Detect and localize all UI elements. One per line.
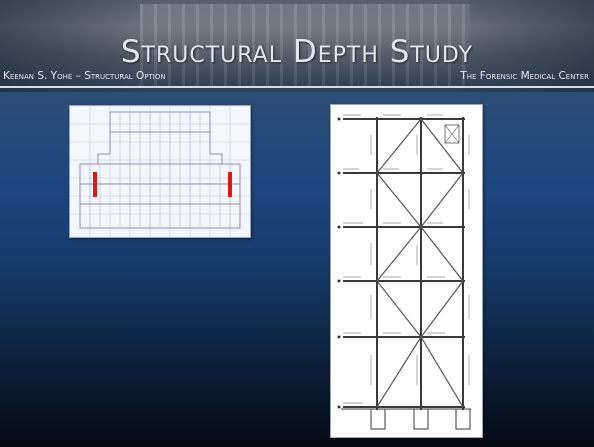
floor-plan-drawing [70, 106, 250, 237]
braced-frame-marker-left [93, 172, 97, 197]
header-banner [0, 0, 594, 92]
braced-frame-marker-right [228, 172, 232, 197]
floor-plan-panel [69, 105, 251, 238]
header-divider [0, 86, 594, 88]
braced-frame-elevation-drawing [331, 105, 482, 437]
elevation-panel [330, 104, 483, 438]
author-line: Keenan S. Yohe – Structural Option [3, 70, 166, 82]
slide-title: Structural Depth Study [120, 34, 474, 70]
project-name: The Forensic Medical Center [460, 70, 589, 82]
